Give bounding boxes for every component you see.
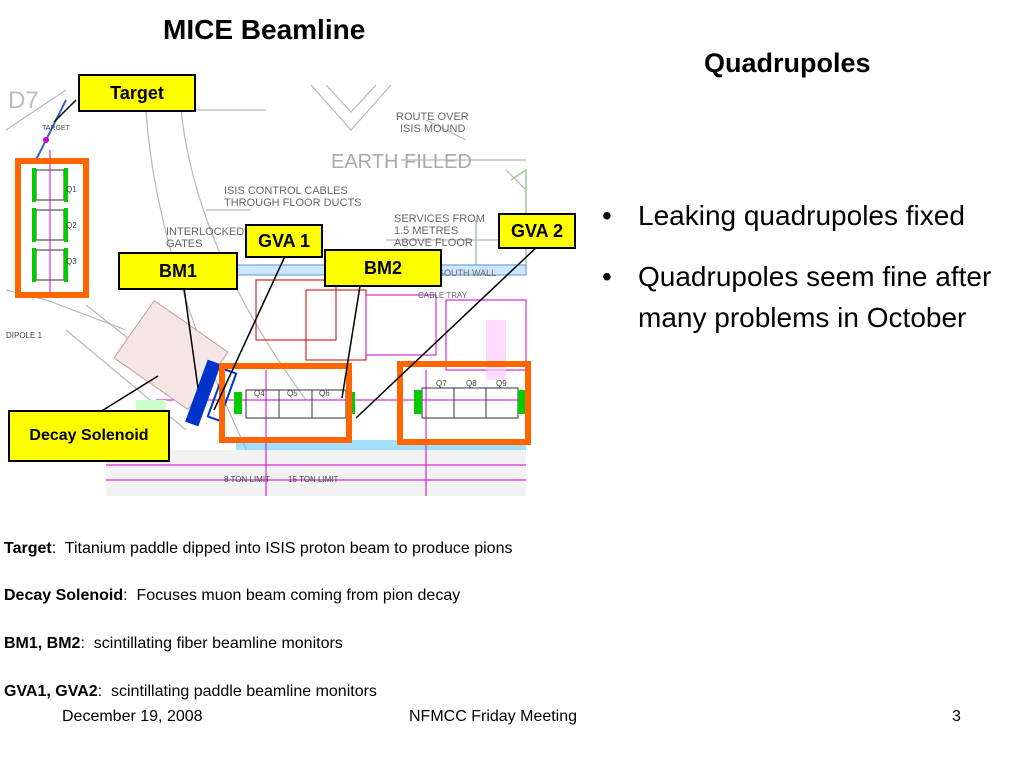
description-text: scintillating paddle beamline monitors — [102, 683, 377, 700]
description-term: GVA1, GVA2 — [4, 683, 98, 700]
svg-text:Q9: Q9 — [496, 379, 507, 388]
description-row: GVA1, GVA2: scintillating paddle beamlin… — [4, 683, 377, 700]
description-text: Titanium paddle dipped into ISIS proton … — [56, 540, 513, 557]
svg-text:Q6: Q6 — [319, 389, 330, 398]
svg-text:GATES: GATES — [166, 238, 202, 250]
svg-text:TARGET: TARGET — [42, 125, 71, 132]
svg-text:ISIS CONTROL CABLES: ISIS CONTROL CABLES — [224, 185, 348, 197]
decay-solenoid-shape — [185, 359, 238, 427]
svg-text:ABOVE FLOOR: ABOVE FLOOR — [394, 237, 473, 249]
quad-q1-q3 — [32, 150, 68, 295]
description-term: Decay Solenoid — [4, 587, 124, 604]
drawing-d7: D7 — [8, 87, 39, 114]
label-gva2: GVA 2 — [498, 213, 576, 249]
label-bm2: BM2 — [324, 249, 442, 287]
label-target: Target — [78, 74, 196, 112]
svg-text:THROUGH FLOOR DUCTS: THROUGH FLOOR DUCTS — [224, 197, 362, 209]
svg-text:1.5 METRES: 1.5 METRES — [394, 225, 458, 237]
description-row: Target: Titanium paddle dipped into ISIS… — [4, 540, 513, 557]
description-term: Target — [4, 540, 52, 557]
bullet-item: • Quadrupoles seem fine after many probl… — [594, 256, 994, 338]
slide-title: MICE Beamline — [163, 14, 366, 45]
footer-date: December 19, 2008 — [62, 708, 203, 725]
footer-page-number: 3 — [952, 708, 961, 725]
bullet-dot-icon: • — [602, 200, 612, 231]
svg-text:INTERLOCKED: INTERLOCKED — [166, 226, 244, 238]
svg-text:Q5: Q5 — [287, 389, 298, 398]
label-decay-solenoid: Decay Solenoid — [8, 410, 170, 462]
svg-text:SERVICES FROM: SERVICES FROM — [394, 213, 485, 225]
bullet-list: • Leaking quadrupoles fixed • Quadrupole… — [594, 195, 994, 358]
svg-text:Q8: Q8 — [466, 379, 477, 388]
bullet-text: Quadrupoles seem fine after many problem… — [638, 261, 992, 333]
svg-text:Q3: Q3 — [66, 257, 77, 266]
svg-text:Q4: Q4 — [254, 389, 265, 398]
highlight-boxes — [15, 158, 531, 445]
description-row: BM1, BM2: scintillating fiber beamline m… — [4, 635, 343, 652]
svg-text:Q2: Q2 — [66, 221, 77, 230]
svg-text:ISIS MOUND: ISIS MOUND — [400, 123, 465, 135]
label-gva1: GVA 1 — [245, 224, 323, 258]
description-row: Decay Solenoid: Focuses muon beam coming… — [4, 587, 461, 604]
footer-meeting: NFMCC Friday Meeting — [409, 708, 578, 725]
bullet-dot-icon: • — [602, 261, 612, 292]
slide-subtitle: Quadrupoles — [704, 48, 871, 78]
svg-text:SOUTH WALL: SOUTH WALL — [438, 268, 496, 278]
description-text: scintillating fiber beamline monitors — [84, 635, 343, 652]
bullet-item: • Leaking quadrupoles fixed — [594, 195, 994, 236]
svg-text:8 TON LIMIT: 8 TON LIMIT — [224, 475, 270, 484]
svg-text:Q7: Q7 — [436, 379, 447, 388]
svg-text:Q1: Q1 — [66, 185, 77, 194]
quad-q7-q9 — [414, 387, 526, 419]
svg-text:EARTH FILLED: EARTH FILLED — [331, 151, 472, 173]
description-term: BM1, BM2 — [4, 635, 81, 652]
svg-text:CABLE TRAY: CABLE TRAY — [418, 291, 468, 300]
svg-text:DIPOLE 1: DIPOLE 1 — [6, 331, 43, 340]
description-text: Focuses muon beam coming from pion decay — [127, 587, 461, 604]
svg-text:ROUTE OVER: ROUTE OVER — [396, 111, 469, 123]
bullet-text: Leaking quadrupoles fixed — [638, 200, 965, 231]
svg-text:15 TON LIMIT: 15 TON LIMIT — [288, 475, 339, 484]
label-bm1: BM1 — [118, 252, 238, 290]
floor-layout — [106, 264, 527, 496]
